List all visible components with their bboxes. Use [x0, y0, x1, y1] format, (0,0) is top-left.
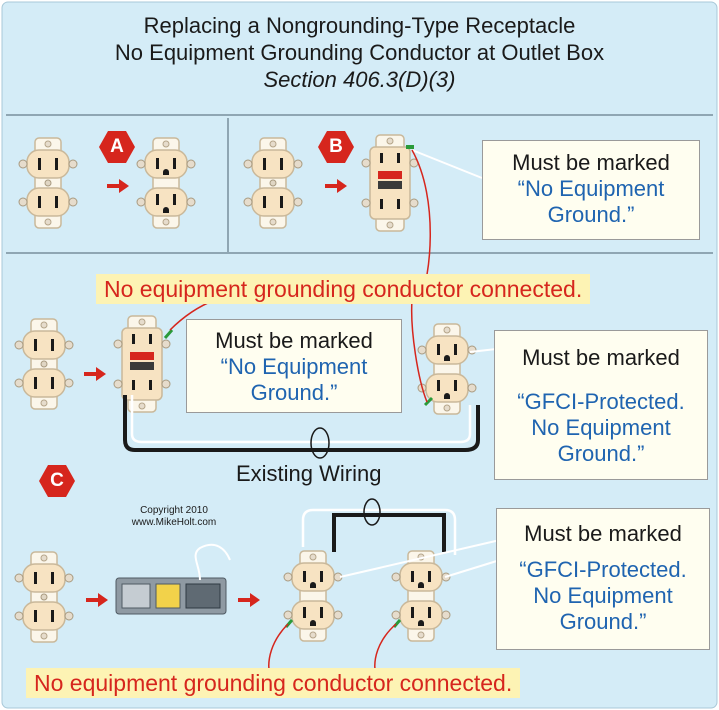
- black-wire: [123, 395, 480, 452]
- breaker-handle: [155, 583, 181, 609]
- copyright-line1: Copyright 2010: [140, 505, 208, 516]
- gfci-receptacle-icon: [113, 315, 171, 413]
- callout-line: [339, 539, 501, 578]
- title-line-2: No Equipment Grounding Conductor at Outl…: [114, 40, 605, 65]
- note-right-line3: No Equipment: [531, 415, 671, 440]
- existing-wiring-label: Existing Wiring: [236, 461, 382, 486]
- section-reference: Section 406.3(D)(3): [263, 67, 456, 92]
- leader-line: [410, 299, 428, 403]
- green-screw: [163, 329, 174, 339]
- cable-tie: [310, 427, 330, 459]
- breaker-body: [185, 583, 221, 609]
- spacer: [495, 371, 707, 389]
- note-gfci-line2: “No Equipment: [220, 354, 368, 379]
- cable-tie: [363, 498, 381, 526]
- note-bottom-line4: Ground.”: [559, 609, 647, 634]
- warning-bottom: No equipment grounding conductor connect…: [26, 668, 521, 698]
- note-b-line3: Ground.”: [547, 202, 635, 227]
- pigtail-wire: [194, 543, 231, 581]
- gfci-receptacle-icon: [361, 134, 419, 232]
- note-b: Must be marked “No Equipment Ground.”: [482, 140, 700, 240]
- note-b-line2: “No Equipment: [517, 176, 665, 201]
- note-gfci: Must be marked “No Equipment Ground.”: [186, 319, 402, 413]
- white-wire: [301, 508, 457, 555]
- label-a: A: [110, 136, 124, 157]
- note-b-line1: Must be marked: [512, 150, 670, 175]
- white-wire: [130, 395, 472, 444]
- green-screw: [423, 396, 434, 407]
- note-bottom-line2: “GFCI-Protected.: [519, 557, 687, 582]
- black-wire: [332, 513, 446, 552]
- label-c: C: [50, 470, 64, 491]
- note-bottom-line1: Must be marked: [524, 521, 682, 546]
- label-b: B: [329, 136, 343, 157]
- note-bottom: Must be marked “GFCI-Protected. No Equip…: [496, 508, 710, 650]
- title-line-1: Replacing a Nongrounding-Type Receptacle: [143, 13, 576, 38]
- panel-c-lower: [14, 498, 501, 677]
- note-right-line1: Must be marked: [522, 345, 680, 370]
- note-bottom-line3: No Equipment: [533, 583, 673, 608]
- note-right-line4: Ground.”: [557, 441, 645, 466]
- note-gfci-line1: Must be marked: [215, 328, 373, 353]
- copyright-line2: www.MikeHolt.com: [131, 517, 217, 528]
- warning-top: No equipment grounding conductor connect…: [96, 274, 591, 304]
- callout-line: [444, 559, 501, 578]
- callout-line: [411, 149, 483, 179]
- green-screw: [406, 145, 414, 149]
- note-right-line2: “GFCI-Protected.: [517, 389, 685, 414]
- breaker-slot: [121, 583, 151, 609]
- copyright: Copyright 2010 www.MikeHolt.com: [122, 505, 226, 529]
- note-gfci-line3: Ground.”: [250, 380, 338, 405]
- spacer: [497, 547, 709, 557]
- note-right: Must be marked “GFCI-Protected. No Equip…: [494, 330, 708, 480]
